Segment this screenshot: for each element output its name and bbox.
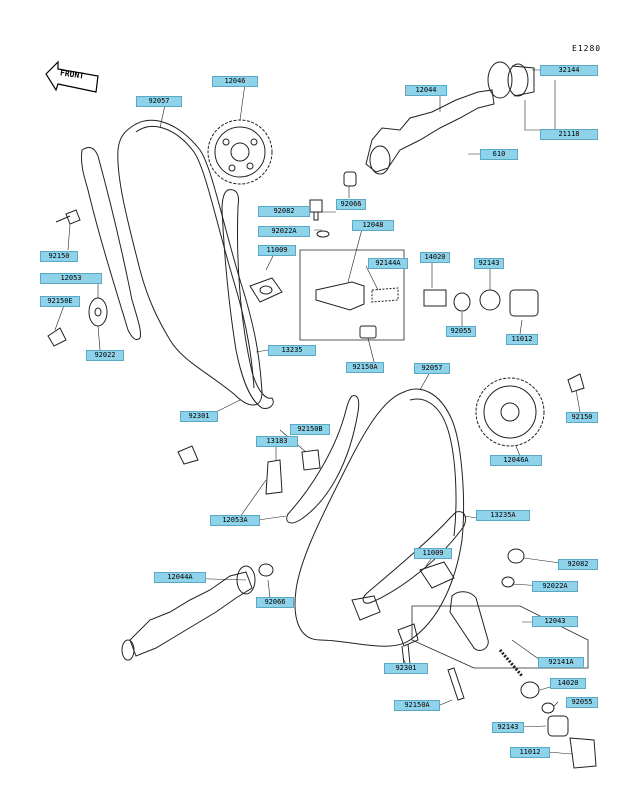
- part-label-92150a-lower[interactable]: 92150A: [394, 700, 440, 711]
- part-label-92022[interactable]: 92022: [86, 350, 124, 361]
- part-label-12044a[interactable]: 12044A: [154, 572, 206, 583]
- lower-chain-guide: [286, 395, 360, 524]
- lower-tensioner-guide: [362, 511, 467, 604]
- upper-tensioner-body: [315, 281, 365, 311]
- part-label-13183[interactable]: 13183: [256, 436, 298, 447]
- part-label-21118[interactable]: 21118: [540, 129, 598, 140]
- upper-camshaft: [365, 89, 495, 173]
- part-label-92082-lower[interactable]: 92082: [558, 559, 598, 570]
- part-label-92150b[interactable]: 92150B: [290, 424, 330, 435]
- part-label-12048[interactable]: 12048: [352, 220, 394, 231]
- part-label-12053a[interactable]: 12053A: [210, 515, 260, 526]
- part-label-12044[interactable]: 12044: [405, 85, 447, 96]
- part-label-13235a[interactable]: 13235A: [476, 510, 530, 521]
- part-label-92057-lower[interactable]: 92057: [414, 363, 450, 374]
- diagram-code: E1280: [572, 44, 602, 53]
- part-label-92144a[interactable]: 92144A: [368, 258, 408, 269]
- part-label-92057[interactable]: 92057: [136, 96, 182, 107]
- part-label-92150-right[interactable]: 92150: [566, 412, 598, 423]
- part-label-92301[interactable]: 92301: [180, 411, 218, 422]
- part-label-92082[interactable]: 92082: [258, 206, 310, 217]
- part-label-92143[interactable]: 92143: [474, 258, 504, 269]
- part-label-92055-lower[interactable]: 92055: [566, 697, 598, 708]
- part-label-92022a-lower[interactable]: 92022A: [532, 581, 578, 592]
- part-label-92143-lower[interactable]: 92143: [492, 722, 524, 733]
- part-label-14020[interactable]: 14020: [420, 252, 450, 263]
- part-label-12043[interactable]: 12043: [532, 616, 578, 627]
- part-label-12046a[interactable]: 12046A: [490, 455, 542, 466]
- part-label-92141a[interactable]: 92141A: [538, 657, 584, 668]
- part-label-92066-lower[interactable]: 92066: [256, 597, 294, 608]
- lower-tensioner-body: [449, 591, 489, 651]
- part-label-92066[interactable]: 92066: [336, 199, 366, 210]
- lower-chain: [294, 388, 465, 647]
- lower-camshaft: [129, 571, 253, 657]
- part-label-92055[interactable]: 92055: [446, 326, 476, 337]
- part-label-11009-lower[interactable]: 11009: [414, 548, 452, 559]
- upper-chain: [117, 119, 263, 406]
- part-label-11012-lower[interactable]: 11012: [510, 747, 550, 758]
- part-label-11012[interactable]: 11012: [506, 334, 538, 345]
- upper-chain-guide: [81, 147, 141, 341]
- part-label-92150a-upper[interactable]: 92150A: [346, 362, 384, 373]
- part-label-610[interactable]: 610: [480, 149, 518, 160]
- front-arrow-icon: FRONT: [44, 60, 102, 94]
- part-label-92150e[interactable]: 92150E: [40, 296, 80, 307]
- part-label-13235[interactable]: 13235: [268, 345, 316, 356]
- part-label-12046[interactable]: 12046: [212, 76, 258, 87]
- part-label-14020-lower[interactable]: 14020: [550, 678, 586, 689]
- part-label-92150[interactable]: 92150: [40, 251, 78, 262]
- lower-sprocket: [475, 377, 545, 447]
- part-label-92301-lower[interactable]: 92301: [384, 663, 428, 674]
- part-label-92022a[interactable]: 92022A: [258, 226, 310, 237]
- part-label-32144[interactable]: 32144: [540, 65, 598, 76]
- part-label-12053[interactable]: 12053: [40, 273, 102, 284]
- part-label-11009[interactable]: 11009: [258, 245, 296, 256]
- upper-sprocket: [207, 119, 273, 185]
- upper-tensioner-guide: [221, 189, 274, 409]
